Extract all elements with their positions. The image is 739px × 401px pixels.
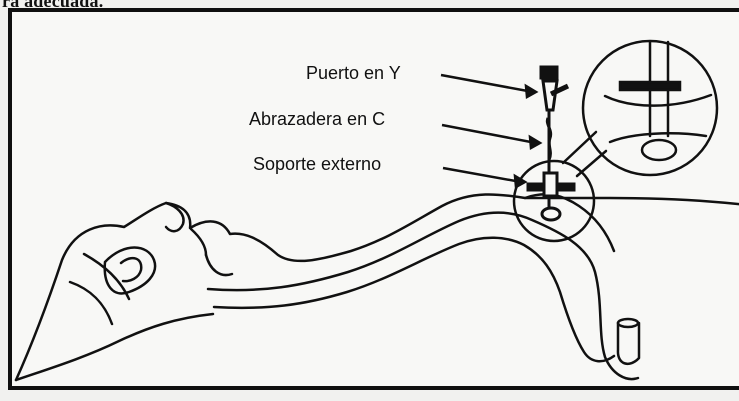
leader-line-c-clamp	[442, 125, 536, 143]
inset-skin-layer	[605, 95, 711, 106]
inset-support-bar	[620, 82, 680, 90]
tube-hub	[544, 173, 557, 196]
mouth-line	[191, 229, 206, 255]
y-port-body	[543, 81, 557, 110]
inset-bumper	[642, 140, 676, 160]
ear-inner	[121, 258, 141, 281]
esophagus-inner	[214, 238, 614, 362]
arrow-c-clamp	[530, 137, 540, 148]
arrow-support	[515, 176, 525, 187]
label-c-clamp: Abrazadera en C	[249, 109, 385, 129]
internal-bumper	[542, 208, 560, 220]
leader-line-y-port	[441, 75, 533, 92]
chin-line	[206, 255, 232, 275]
leader-line-support	[443, 168, 521, 182]
hair-line	[70, 282, 112, 324]
esophagus-outer	[208, 213, 638, 379]
tube-top-cap	[541, 67, 557, 78]
patient-neck-outline	[16, 314, 213, 380]
tube-end-cap	[618, 319, 638, 327]
inset-connector	[563, 132, 596, 163]
tube-end-body	[618, 323, 639, 364]
patient-face-outline	[16, 194, 739, 380]
label-external-support: Soporte externo	[253, 154, 381, 174]
label-y-port: Puerto en Y	[306, 63, 401, 83]
inset-connector	[577, 151, 606, 176]
arrow-y-port	[526, 86, 536, 97]
ear-outline	[105, 248, 155, 294]
